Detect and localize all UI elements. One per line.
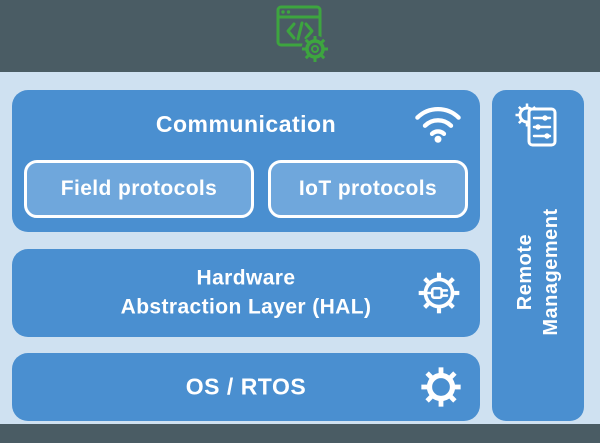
- iot-protocols-box: IoT protocols: [268, 160, 468, 218]
- communication-title: Communication: [155, 111, 337, 137]
- iot-protocols-label: IoT protocols: [298, 177, 438, 200]
- os-rtos-block: OS / RTOS: [12, 353, 480, 421]
- protocol-boxes-row: Field protocols IoT protocols: [24, 160, 468, 218]
- remote-management-block: Remote Management: [492, 90, 584, 421]
- field-protocols-label: Field protocols: [60, 177, 218, 200]
- remote-label-line2: Management: [540, 208, 562, 336]
- hal-title-line1: Hardware: [196, 266, 296, 290]
- remote-label-line1: Remote: [514, 233, 536, 311]
- hal-title: Hardware Abstraction Layer (HAL): [12, 264, 480, 323]
- hal-block: Hardware Abstraction Layer (HAL): [12, 249, 480, 337]
- wifi-icon: [415, 107, 461, 143]
- hal-title-line2: Abstraction Layer (HAL): [120, 296, 372, 319]
- field-protocols-box: Field protocols: [24, 160, 254, 218]
- os-rtos-title: OS / RTOS: [185, 373, 307, 400]
- gear-plug-icon: [418, 272, 460, 314]
- remote-management-label: Remote Management: [512, 208, 564, 335]
- bottom-band: [0, 424, 600, 443]
- settings-panel-icon: [515, 103, 557, 147]
- gear-icon: [421, 367, 461, 407]
- communication-block: Communication Field protocols IoT protoc…: [12, 90, 480, 232]
- code-window-gear-icon-svg: [276, 5, 329, 63]
- code-window-gear-icon: [268, 2, 332, 66]
